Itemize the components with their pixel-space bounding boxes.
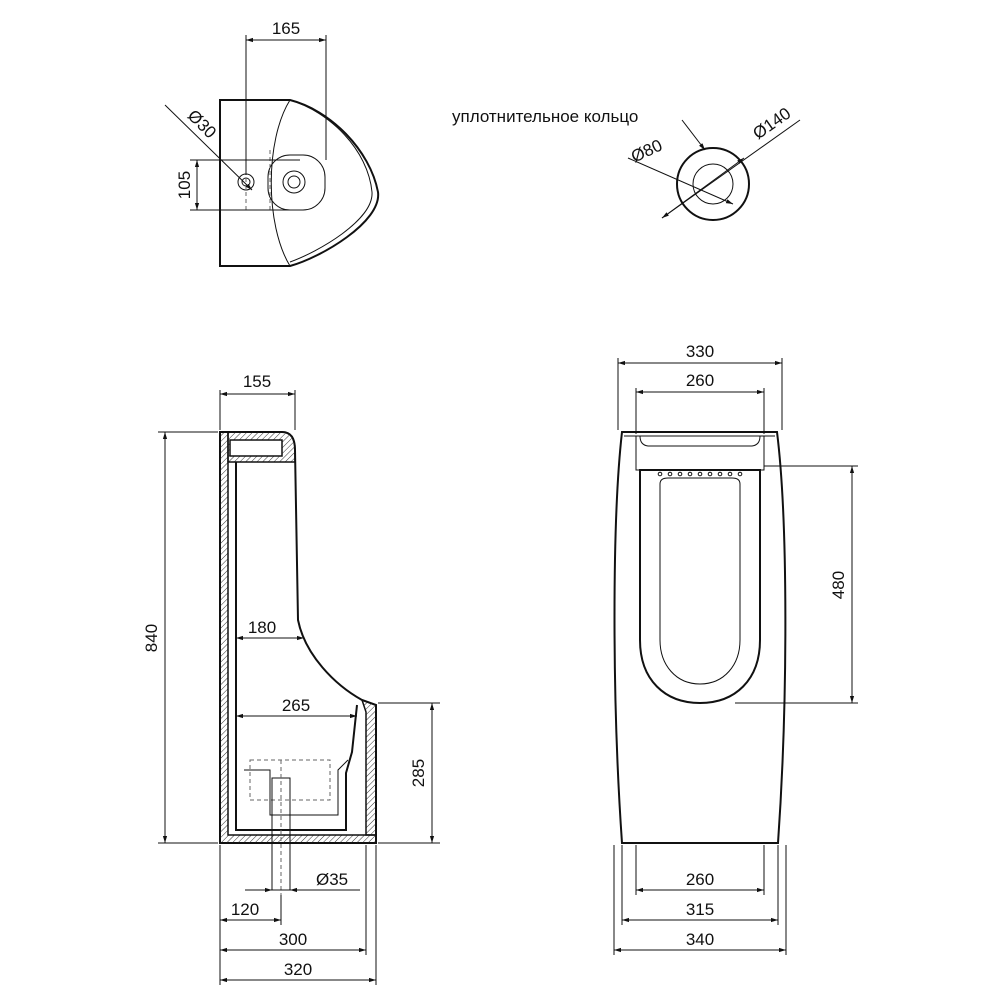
dim-285-label: 285	[409, 759, 428, 787]
dim-315-label: 315	[686, 900, 714, 919]
dim-330-label: 330	[686, 342, 714, 361]
front-view: 330 260 480 260 315 340	[613, 342, 858, 955]
seal-ring-view: уплотнительное кольцо Ø80 Ø140	[452, 104, 801, 221]
dim-265-label: 265	[282, 696, 310, 715]
dim-155-label: 155	[243, 372, 271, 391]
dim-120-label: 120	[231, 900, 259, 919]
seal-ring-label: уплотнительное кольцо	[452, 107, 638, 126]
dim-dia35-label: Ø35	[316, 870, 348, 889]
dim-260-top-label: 260	[686, 371, 714, 390]
dim-480-label: 480	[829, 571, 848, 599]
dim-105-label: 105	[175, 171, 194, 199]
dim-340-label: 340	[686, 930, 714, 949]
dim-dia80-label: Ø80	[628, 136, 665, 167]
dim-dia140-label: Ø140	[749, 104, 794, 143]
dim-840-label: 840	[142, 624, 161, 652]
dim-180-label: 180	[248, 618, 276, 637]
spray-holes	[657, 471, 743, 477]
dim-300-label: 300	[279, 930, 307, 949]
dim-260-bottom-label: 260	[686, 870, 714, 889]
top-view: 165 105 Ø30	[164, 19, 380, 267]
side-view: 155 840 180 265 285 Ø35 120 300 320	[142, 372, 440, 985]
dim-320-label: 320	[284, 960, 312, 979]
dim-dia30-label: Ø30	[184, 106, 220, 142]
dim-165-label: 165	[272, 19, 300, 38]
